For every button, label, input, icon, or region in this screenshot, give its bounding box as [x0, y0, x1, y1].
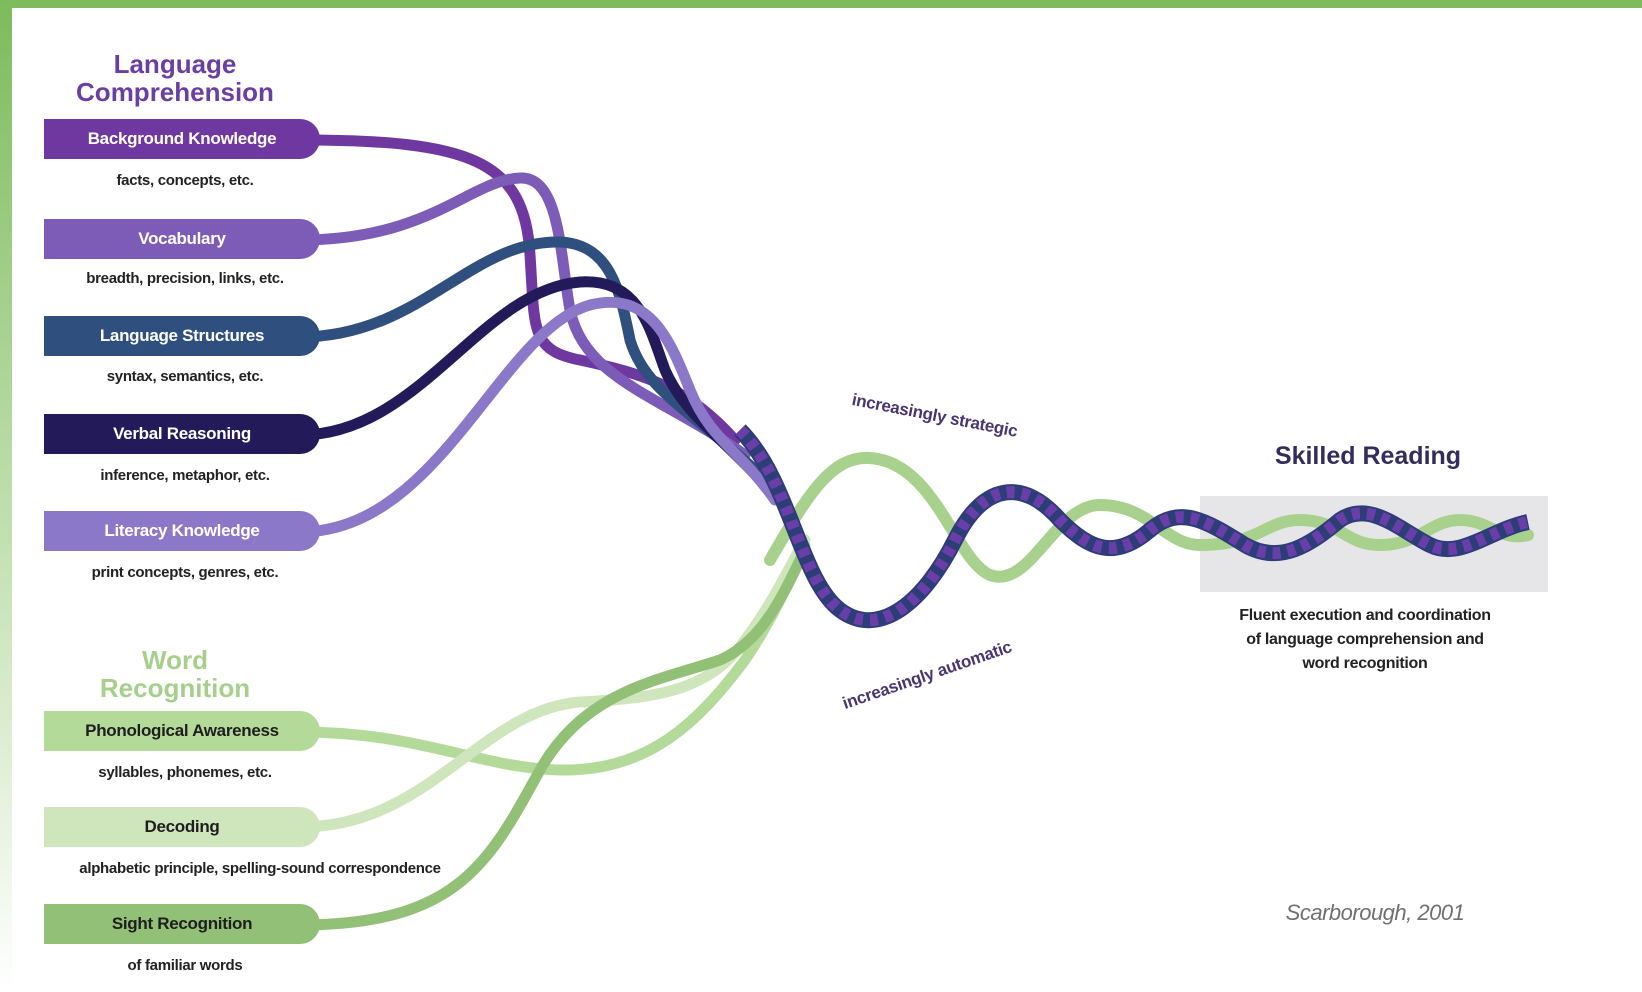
heading-line: Comprehension	[76, 77, 274, 107]
frame-left-bar	[0, 0, 12, 992]
language-comprehension-heading: Language Comprehension	[40, 50, 310, 106]
citation: Scarborough, 2001	[1285, 900, 1465, 925]
description-line: of language comprehension and	[1246, 631, 1484, 648]
description-line: Fluent execution and coordination	[1239, 607, 1491, 624]
strand-detail-vocabulary: breadth, precision, links, etc.	[86, 270, 284, 287]
strand-sight-recognition	[294, 544, 811, 931]
strand-label-background-knowledge: Background Knowledge	[44, 119, 320, 159]
strand-label-literacy-knowledge: Literacy Knowledge	[44, 511, 320, 551]
strand-language-structures	[294, 236, 761, 476]
rope-purple-strand	[735, 425, 1530, 627]
word-recognition-heading: Word Recognition	[40, 646, 310, 702]
heading-line: Word	[142, 645, 208, 675]
description-line: word recognition	[1302, 655, 1428, 672]
strand-literacy-knowledge	[294, 296, 781, 538]
strand-detail-decoding: alphabetic principle, spelling-sound cor…	[79, 860, 441, 877]
skilled-reading-title: Skilled Reading	[1274, 442, 1462, 470]
frame-top-bar	[0, 0, 1642, 8]
heading-line: Language	[113, 49, 237, 79]
strand-detail-language-structures: syntax, semantics, etc.	[106, 368, 264, 385]
strand-label-language-structures: Language Structures	[44, 316, 320, 356]
strand-detail-literacy-knowledge: print concepts, genres, etc.	[91, 564, 279, 581]
strand-verbal-reasoning	[294, 276, 771, 491]
strand-label-verbal-reasoning: Verbal Reasoning	[44, 414, 320, 454]
strand-detail-verbal-reasoning: inference, metaphor, etc.	[100, 467, 270, 484]
strand-detail-phonological-awareness: syllables, phonemes, etc.	[98, 764, 272, 781]
strand-label-decoding: Decoding	[44, 807, 320, 847]
strand-label-phonological-awareness: Phonological Awareness	[44, 711, 320, 751]
strand-detail-background-knowledge: facts, concepts, etc.	[116, 172, 254, 189]
strand-label-vocabulary: Vocabulary	[44, 219, 320, 259]
strand-detail-sight-recognition: of familiar words	[127, 957, 243, 974]
heading-line: Recognition	[99, 673, 251, 703]
strand-vocabulary	[294, 172, 751, 461]
strand-label-sight-recognition: Sight Recognition	[44, 904, 320, 944]
skilled-reading-description: Fluent execution and coordination of lan…	[1190, 604, 1540, 676]
strand-decoding	[294, 534, 811, 833]
